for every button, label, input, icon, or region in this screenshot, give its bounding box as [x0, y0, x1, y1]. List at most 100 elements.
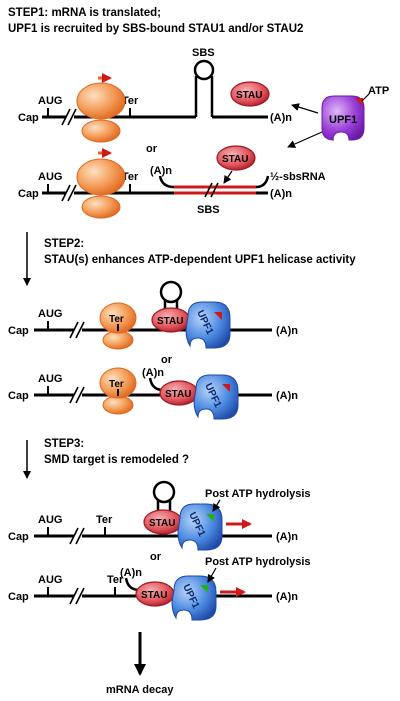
- stau-label: STAU: [236, 90, 262, 101]
- step2-subtitle: STAU(s) enhances ATP-dependent UPF1 heli…: [44, 254, 356, 266]
- panel-1b: Cap (A)n ½-sbsRNA SBS AUG Ter STAU (A)n: [18, 145, 326, 219]
- sbs-loop: [152, 480, 176, 504]
- panel-2b: Cap AUG Ter (A)n STAU UPF1 (A)n: [8, 367, 298, 420]
- ribosome-large-subunit: [99, 302, 137, 334]
- aug-label: AUG: [38, 308, 62, 320]
- atp-site-icon: [222, 384, 230, 392]
- break-mark: [75, 527, 85, 545]
- panel-1a: Cap SBS AUG Ter STAU (A)n: [18, 47, 292, 143]
- ter-label: Ter: [109, 379, 124, 390]
- sbsrna-label: ½-sbsRNA: [270, 171, 326, 183]
- aug-label: AUG: [38, 373, 62, 385]
- cap-label: Cap: [18, 188, 39, 200]
- ribosome-large-subunit: [76, 158, 126, 196]
- upf1-protein: [321, 95, 365, 141]
- stau-label: STAU: [141, 590, 167, 601]
- cap-label: Cap: [8, 390, 29, 402]
- break-mark: [75, 321, 85, 339]
- polya-label: (A)n: [276, 390, 298, 402]
- panel-3b: Cap AUG Ter (A)n STAU UPF1 Post ATP hydr…: [8, 556, 311, 621]
- sbsrna-tail: [255, 175, 270, 189]
- polya-label: (A)n: [276, 325, 298, 337]
- adp-site-icon: [200, 585, 208, 593]
- stau-label: STAU: [149, 518, 175, 529]
- step3-title: STEP3:: [44, 438, 84, 450]
- upf1-label: UPF1: [329, 114, 357, 126]
- sbsrna-tail: [158, 175, 175, 189]
- aug-label: AUG: [38, 171, 62, 183]
- cap-label: Cap: [8, 531, 29, 543]
- aug-label: AUG: [38, 574, 62, 586]
- polya-label: (A)n: [150, 165, 172, 177]
- step2-title: STEP2:: [44, 238, 84, 250]
- ribosome-small-subunit: [102, 395, 134, 415]
- break-mark: [204, 182, 213, 198]
- ter-label: Ter: [96, 514, 113, 526]
- ribosome-small-subunit: [81, 195, 121, 219]
- stau-protein: [230, 81, 270, 107]
- atp-site-icon: [214, 312, 222, 320]
- break-mark: [67, 108, 77, 126]
- step3-subtitle: SMD target is remodeled ?: [44, 454, 189, 466]
- atp-label: ATP: [368, 85, 389, 97]
- recruit-arrow-1: [291, 103, 319, 114]
- ribosome-large-subunit: [76, 82, 126, 120]
- step1-title: STEP1: mRNA is translated;: [8, 7, 161, 19]
- polya-label: (A)n: [276, 531, 298, 543]
- break-mark: [61, 108, 71, 126]
- or-label: or: [161, 354, 173, 366]
- ribosome-large-subunit: [99, 367, 137, 399]
- panel-2a: Cap AUG Ter STAU UPF1 (A)n: [8, 280, 298, 350]
- cap-label: Cap: [8, 591, 29, 603]
- break-mark: [69, 527, 79, 545]
- ter-label: Ter: [107, 574, 124, 586]
- hydrolysis-pointer: [212, 499, 221, 512]
- panel-3a: Cap AUG Ter STAU UPF1 Post ATP hydrolysi…: [8, 480, 311, 551]
- sbs-loop: [193, 59, 215, 81]
- sbs-label: SBS: [197, 204, 220, 216]
- ribosome-small-subunit: [81, 119, 121, 143]
- ribosome-small-subunit: [102, 330, 134, 350]
- break-mark: [210, 182, 219, 198]
- break-mark: [69, 386, 79, 404]
- recruit-arrow-2: [287, 131, 323, 148]
- break-mark: [69, 321, 79, 339]
- adp-site-icon: [206, 514, 214, 522]
- step1-subtitle: UPF1 is recruited by SBS-bound STAU1 and…: [8, 23, 303, 35]
- sbs-loop: [159, 280, 183, 304]
- sbs-stem: [194, 76, 214, 117]
- post-atp-label: Post ATP hydrolysis: [205, 488, 311, 500]
- cap-label: Cap: [8, 325, 29, 337]
- polya-label: (A)n: [270, 188, 292, 200]
- ter-label: Ter: [122, 171, 139, 183]
- sbs-label: SBS: [192, 47, 215, 59]
- stau-label: STAU: [157, 316, 183, 327]
- aug-label: AUG: [38, 514, 62, 526]
- post-atp-label: Post ATP hydrolysis: [205, 556, 311, 568]
- upf1-free: UPF1 ATP: [287, 85, 389, 148]
- atp-pointer: [361, 93, 370, 102]
- or-label: or: [146, 143, 158, 155]
- polya-label: (A)n: [120, 567, 142, 579]
- polya-label: (A)n: [270, 112, 292, 124]
- cap-label: Cap: [18, 112, 39, 124]
- ter-label: Ter: [122, 95, 139, 107]
- stau-binding-arrow: [223, 170, 233, 184]
- polya-label: (A)n: [276, 591, 298, 603]
- polya-label: (A)n: [142, 367, 164, 379]
- atp-site-icon: [355, 98, 363, 106]
- or-label: or: [150, 551, 162, 563]
- break-mark: [61, 184, 71, 202]
- sbsrna-tail: [124, 577, 140, 592]
- stau-label: STAU: [165, 389, 191, 400]
- stau-label: STAU: [222, 154, 248, 165]
- break-mark: [69, 587, 79, 605]
- ter-label: Ter: [109, 314, 124, 325]
- stau-protein: [216, 145, 256, 171]
- hydrolysis-pointer: [207, 567, 217, 583]
- decay-label: mRNA decay: [106, 684, 174, 696]
- break-mark: [67, 184, 77, 202]
- break-mark: [75, 386, 85, 404]
